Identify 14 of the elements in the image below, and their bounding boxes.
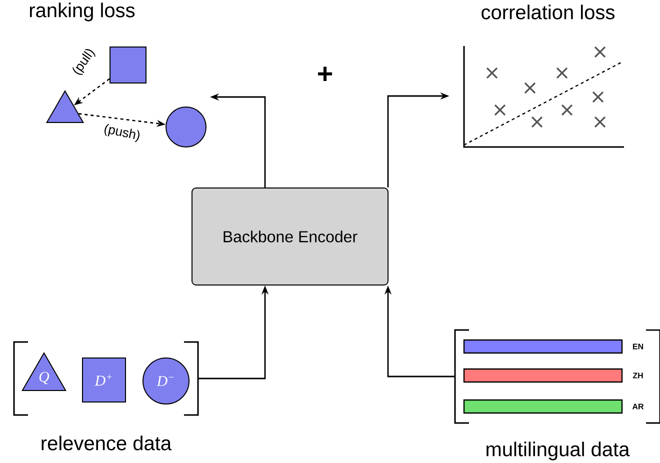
group-heading: multilingual data [486,442,630,460]
language-code: EN [632,344,644,350]
scatter-plot-drawing [463,46,624,148]
heading: ranking loss [30,2,135,22]
edge-label: (push) [102,122,142,144]
language-code: AR [632,404,644,410]
group-heading: relevence data [42,436,172,450]
encoder-box: Backbone Encoder [192,188,388,286]
plus-sign: + [318,66,332,82]
circle-shape [166,106,206,148]
square-shape [110,46,146,84]
language-code: ZH [632,372,643,378]
heading: correlation loss [482,4,614,20]
document-square: D$^{+}$ [82,358,126,402]
